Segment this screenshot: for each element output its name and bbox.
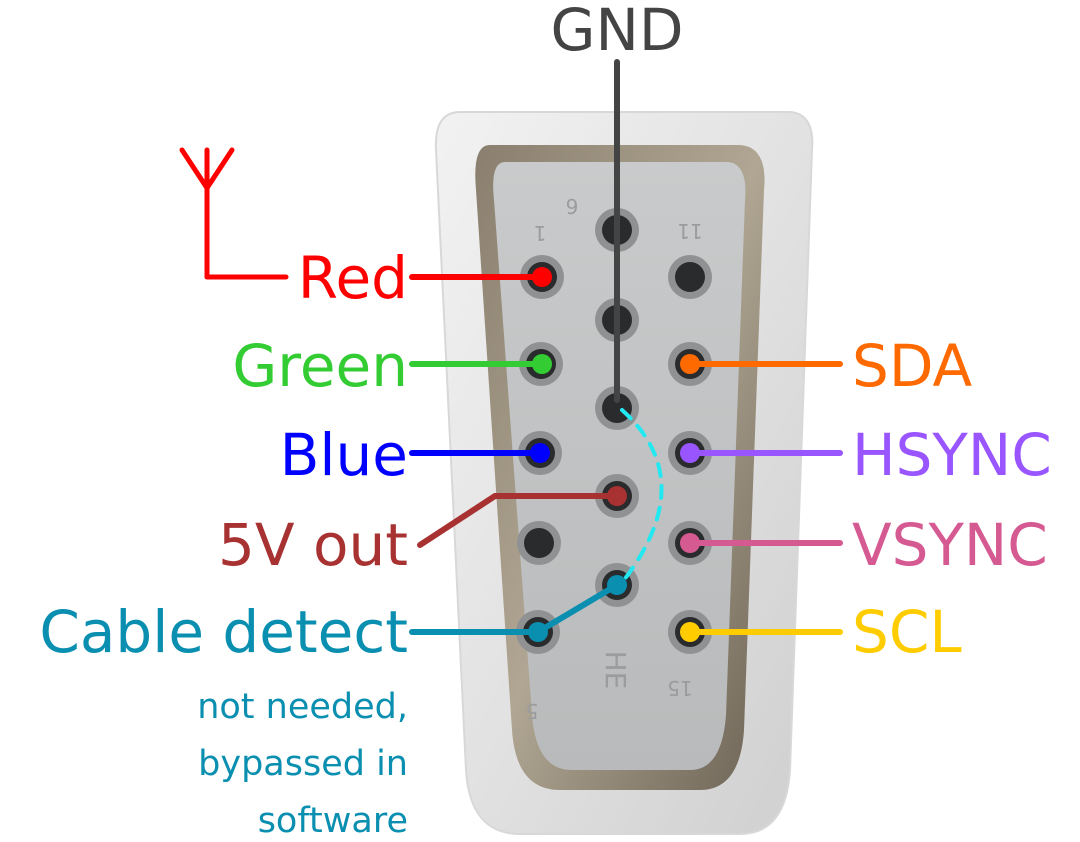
cable-note-line-1: not needed,	[197, 687, 408, 727]
labels: GND Red Green Blue 5V out Cable detect S…	[39, 0, 1052, 841]
shell-mark: HE	[599, 651, 632, 690]
cable-note-line-2: bypassed in	[198, 744, 408, 784]
5v-out-label: 5V out	[218, 511, 408, 579]
vsync-label: VSYNC	[852, 511, 1048, 579]
pin-number-6: 6	[566, 194, 579, 218]
red-label: Red	[298, 244, 408, 312]
wires	[409, 59, 843, 635]
pin-number-1: 1	[534, 221, 547, 245]
pin-number-5: 5	[526, 699, 539, 723]
cable-detect-pin-dot	[528, 622, 548, 642]
cable-detect-label: Cable detect	[39, 598, 408, 666]
green-pin-dot	[532, 354, 552, 374]
bypass-dashed-line	[620, 408, 664, 582]
scl-label: SCL	[852, 598, 962, 666]
vsync-pin-dot	[680, 533, 700, 553]
blue-label: Blue	[280, 421, 408, 489]
pin-socket-hole	[524, 528, 554, 558]
cable-detect-bypass-dot	[607, 575, 627, 595]
signal-dots	[528, 267, 700, 642]
cable-note-line-3: software	[258, 801, 408, 838]
antenna-icon	[179, 147, 289, 280]
pin-number-11: 11	[677, 219, 702, 243]
pin-number-15: 15	[667, 676, 692, 700]
red-pin-dot	[532, 267, 552, 287]
5v-pin-dot	[607, 486, 627, 506]
gnd-label: GND	[551, 0, 684, 64]
sda-pin-dot	[680, 354, 700, 374]
pin-socket-hole	[602, 393, 632, 423]
hsync-pin-dot	[680, 443, 700, 463]
hsync-label: HSYNC	[852, 421, 1052, 489]
pin-number-marks: 1 6 11 5 15 HE	[526, 194, 703, 723]
green-label: Green	[232, 332, 408, 400]
pin-socket-hole	[675, 262, 705, 292]
sda-label: SDA	[852, 332, 972, 400]
5v-wire	[417, 493, 620, 548]
blue-pin-dot	[530, 443, 550, 463]
scl-pin-dot	[680, 622, 700, 642]
